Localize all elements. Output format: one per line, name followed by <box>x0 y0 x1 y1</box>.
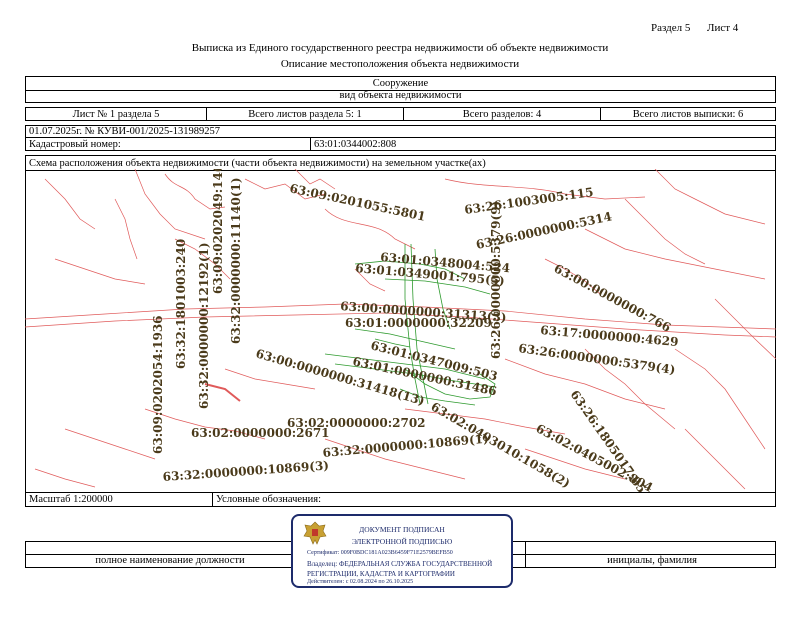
parcel-label: 63:32:0000000:12192(1) <box>197 242 211 409</box>
section-number: Раздел 5 <box>651 22 691 34</box>
cadastral-row: Кадастровый номер: 63:01:0344002:808 <box>25 138 776 151</box>
parcel-label: 63:32:0000000:11140(1) <box>229 177 243 344</box>
stamp-owner-2: РЕГИСТРАЦИИ, КАДАСТРА И КАРТОГРАФИИ <box>307 570 455 578</box>
sheet-no: Лист № 1 раздела 5 <box>72 108 160 120</box>
parcel-label: 63:26:0000000:5379(9) <box>489 201 503 359</box>
record-row: 01.07.2025г. № КУВИ-001/2025-131989257 <box>25 125 776 138</box>
document-subtitle: Описание местоположения объекта недвижим… <box>280 58 520 70</box>
stamp-certificate: Сертификат: 009F0BDC181A023B6459F71E2579… <box>307 550 453 556</box>
emblem-icon <box>303 521 327 545</box>
scale: Масштаб 1:200000 <box>29 494 113 505</box>
legend-row: Масштаб 1:200000 Условные обозначения: <box>25 493 776 507</box>
parcel-label: 63:02:0000000:2702 <box>287 416 426 430</box>
scheme-caption: Схема расположения объекта недвижимости … <box>29 158 486 169</box>
stamp-title-2: ЭЛЕКТРОННОЙ ПОДПИСЬЮ <box>351 537 453 546</box>
legend-label: Условные обозначения: <box>216 494 322 505</box>
parcel-label: 63:00:0000000:766 <box>552 261 674 334</box>
parcel-labels: 63:09:0201055:5801 63:26:1003005:115 63:… <box>151 169 679 492</box>
stamp-title-1: ДОКУМЕНТ ПОДПИСАН <box>359 525 445 534</box>
name-caption: инициалы, фамилия <box>607 555 697 566</box>
record-date-number: 01.07.2025г. № КУВИ-001/2025-131989257 <box>29 126 220 137</box>
sheet-number: Лист 4 <box>707 22 739 34</box>
sheets-row: Лист № 1 раздела 5 Всего листов раздела … <box>25 107 776 121</box>
scheme-map: 63:09:0201055:5801 63:26:1003005:115 63:… <box>25 169 776 492</box>
object-contour <box>324 243 496 406</box>
parcel-label: 63:32:1801003:240 <box>174 239 188 369</box>
sheets-in-section: Всего листов раздела 5: 1 <box>248 108 362 120</box>
document-title: Выписка из Единого государственного реес… <box>191 42 609 54</box>
object-type: Сооружение <box>26 77 775 91</box>
parcel-label: 63:09:0201055:5801 <box>288 181 426 223</box>
parcel-label: 63:32:0000000:10869(3) <box>162 458 329 484</box>
parcel-label: 63:32:0000000:10869(1) <box>322 432 489 460</box>
parcel-label: 63:26:1003005:115 <box>463 185 594 217</box>
parcel-label: 63:02:0000000:2671 <box>191 426 330 440</box>
stamp-owner-1: Владелец: ФЕДЕРАЛЬНАЯ СЛУЖБА ГОСУДАРСТВЕ… <box>307 560 493 568</box>
cadastral-value: 63:01:0344002:808 <box>314 138 397 150</box>
object-type-caption: вид объекта недвижимости <box>339 90 462 101</box>
position-caption: полное наименование должности <box>95 555 245 566</box>
parcel-boundaries <box>25 169 776 490</box>
object-type-block: Сооружение вид объекта недвижимости <box>25 76 776 103</box>
sheets-total: Всего листов выписки: 6 <box>632 108 744 120</box>
digital-signature-stamp: ДОКУМЕНТ ПОДПИСАН ЭЛЕКТРОННОЙ ПОДПИСЬЮ С… <box>291 514 513 588</box>
stamp-valid: Действителен: с 02.08.2024 по 26.10.2025 <box>307 579 414 585</box>
sections-total: Всего разделов: 4 <box>462 108 542 120</box>
parcel-label: 63:01:0000000:32209 <box>345 316 492 330</box>
scheme-block: Схема расположения объекта недвижимости … <box>25 155 776 493</box>
parcel-label: 63:09:0202054:1936 <box>151 315 165 454</box>
parcel-label: 63:09:0202049:1463(27) <box>211 169 225 294</box>
cadastral-label: Кадастровый номер: <box>29 138 121 150</box>
